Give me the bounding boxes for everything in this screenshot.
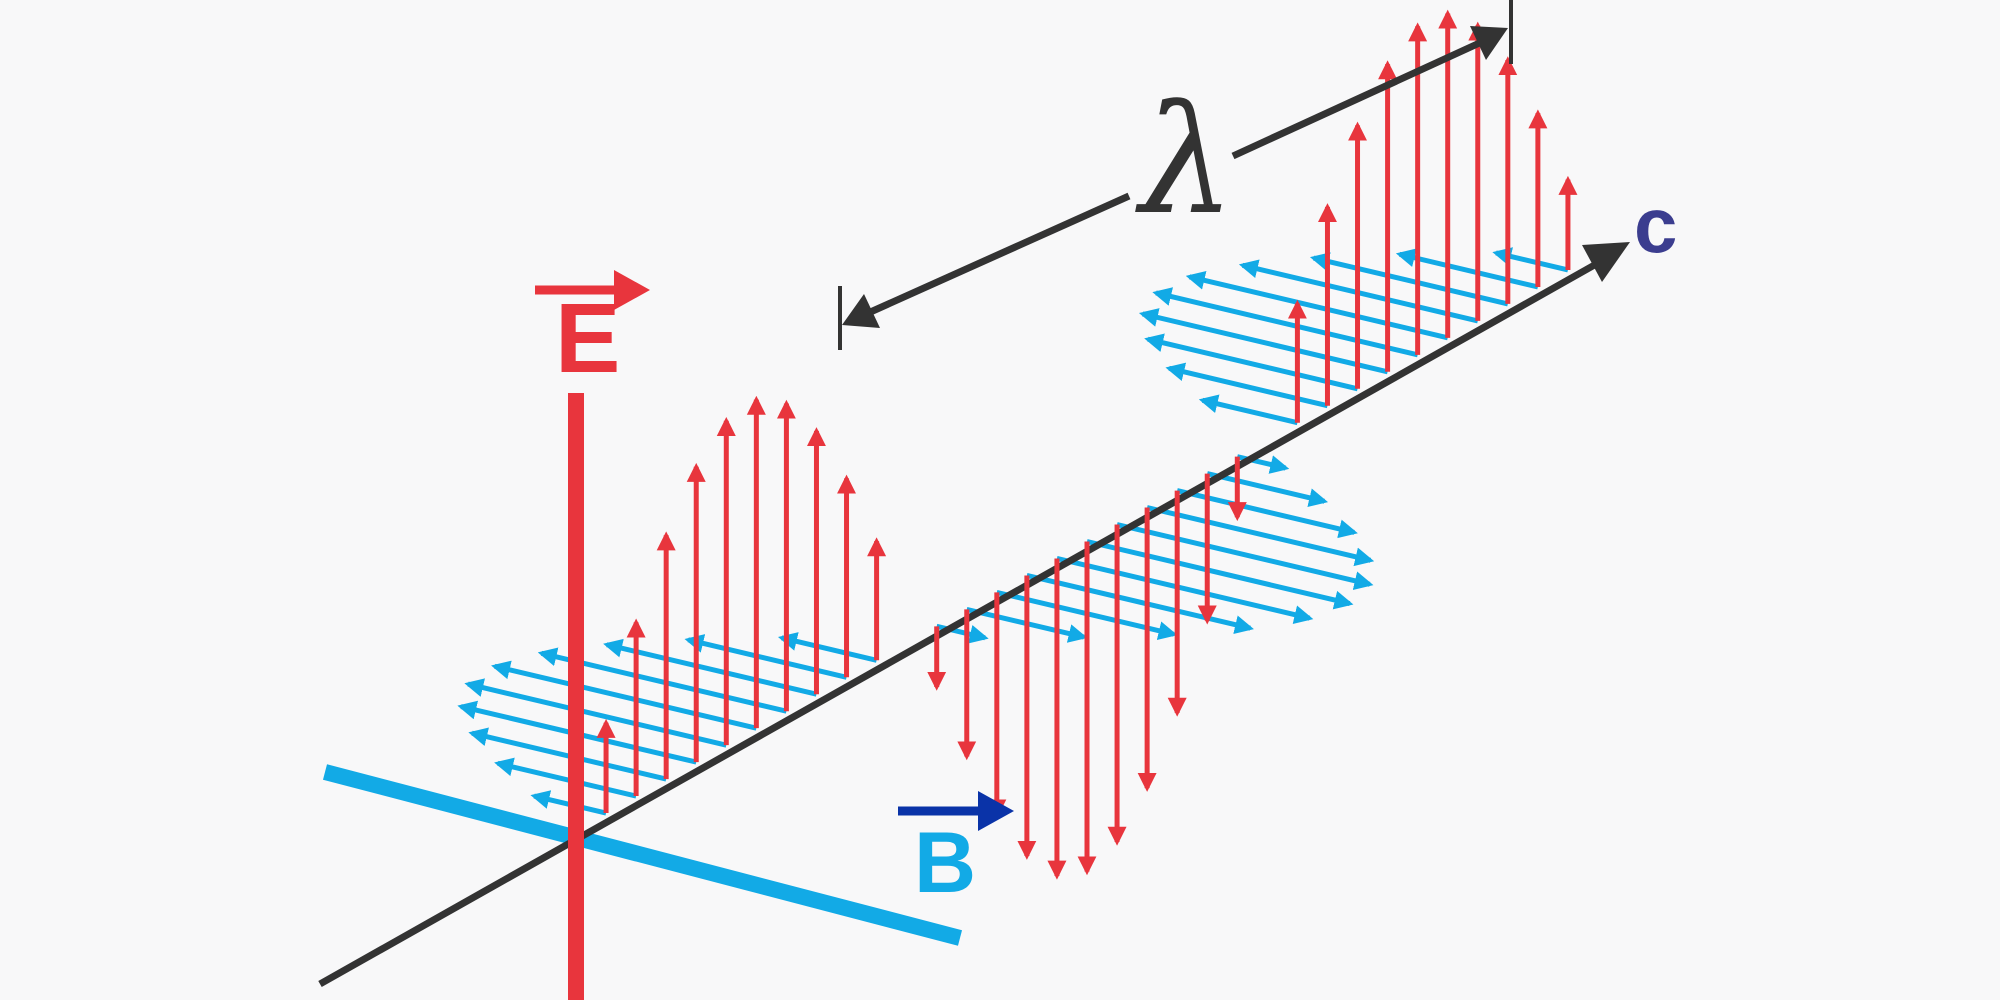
propagation-axis bbox=[318, 259, 1600, 988]
magnetic-field-arrow bbox=[1056, 556, 1314, 624]
wavelength-arrowhead-right bbox=[1470, 26, 1508, 60]
magnetic-field-arrow bbox=[464, 678, 727, 748]
magnetic-field-arrow bbox=[603, 638, 818, 697]
b-field-label: B bbox=[914, 815, 976, 911]
b-vector-arrowhead bbox=[978, 791, 1014, 831]
magnetic-field-arrow bbox=[1206, 471, 1329, 508]
e-vector-arrowhead bbox=[614, 270, 650, 310]
magnetic-field-arrow bbox=[1185, 271, 1449, 341]
magnetic-field-arrow bbox=[1176, 488, 1358, 539]
magnetic-field-arrow bbox=[1395, 248, 1539, 290]
magnetic-field-arrow bbox=[1152, 287, 1419, 358]
magnetic-field-arrows bbox=[457, 247, 1569, 816]
wavelength-arrowhead-left bbox=[842, 294, 880, 328]
e-vector-label: E bbox=[535, 270, 650, 393]
magnetic-field-arrow bbox=[491, 660, 757, 731]
magnetic-field-arrow bbox=[1238, 259, 1479, 324]
propagation-arrowhead bbox=[1582, 242, 1630, 282]
speed-of-light-label: c bbox=[1634, 181, 1677, 269]
e-field-label: E bbox=[555, 283, 620, 393]
wavelength-indicator: λ bbox=[838, 0, 1513, 350]
magnetic-field-arrow bbox=[777, 632, 878, 663]
magnetic-field-arrow bbox=[1165, 362, 1329, 409]
magnetic-field-axis bbox=[322, 764, 963, 946]
magnetic-field-arrow bbox=[1138, 308, 1389, 375]
magnetic-field-arrow bbox=[1146, 505, 1375, 567]
magnetic-field-arrow bbox=[1086, 539, 1354, 610]
magnetic-field-arrow bbox=[494, 757, 637, 799]
wavelength-label: λ bbox=[1135, 74, 1235, 248]
magnetic-field-arrow bbox=[1026, 573, 1254, 634]
b-vector-label: B bbox=[898, 791, 1014, 911]
electric-field-arrows bbox=[596, 9, 1578, 880]
magnetic-field-arrow bbox=[1144, 333, 1359, 392]
magnetic-field-arrow bbox=[1198, 394, 1298, 426]
magnetic-field-arrow bbox=[684, 634, 848, 680]
wavelength-arrow-right-line bbox=[1231, 36, 1488, 160]
wavelength-arrow-left-line bbox=[864, 192, 1131, 318]
magnetic-field-arrow bbox=[1116, 522, 1374, 591]
